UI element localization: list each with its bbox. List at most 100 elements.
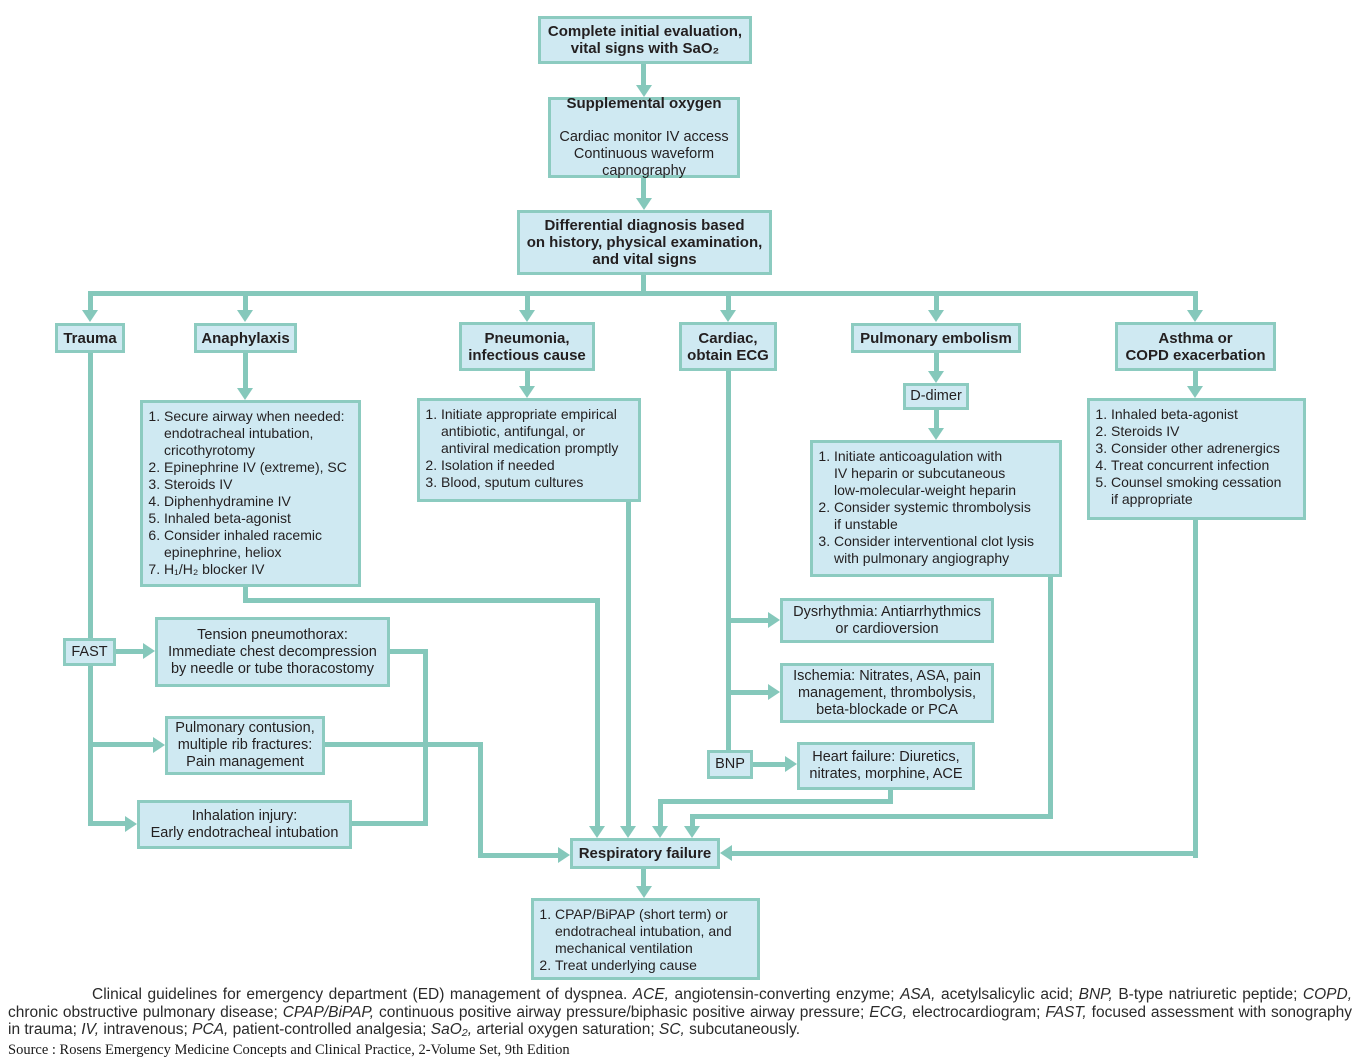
caption-segment: SaO₂, (430, 1021, 473, 1038)
node-supplemental-oxygen: Supplemental oxygen Cardiac monitor IV a… (548, 95, 740, 179)
flow-line (90, 821, 125, 826)
step-item: CPAP/BiPAP (short term) or endotracheal … (555, 906, 732, 957)
flow-line (732, 851, 1198, 856)
flow-line (88, 291, 1198, 296)
arrow-down-icon (519, 386, 535, 398)
caption-segment: subcutaneously. (684, 1021, 801, 1038)
node-initial-evaluation: Complete initial evaluation, vital signs… (538, 16, 752, 64)
step-item: Consider other adrenergics (1111, 440, 1281, 457)
step-item: Consider systemic thrombolysis if unstab… (834, 499, 1034, 533)
caption-segment: B-type natriuretic peptide; (1112, 986, 1303, 1003)
arrow-right-icon (153, 737, 165, 753)
flow-line (525, 371, 530, 386)
flow-line (1048, 577, 1053, 819)
flow-line (243, 352, 248, 388)
arrow-down-icon (237, 388, 253, 400)
arrow-right-icon (143, 643, 155, 659)
step-item: Treat concurrent infection (1111, 457, 1281, 474)
arrow-down-icon (928, 310, 944, 322)
flow-line (595, 598, 600, 826)
caption-segment: CPAP/BiPAP, (282, 1003, 375, 1021)
node-body: Cardiac monitor IV access Continuous wav… (559, 129, 729, 179)
flow-line (90, 742, 153, 747)
flow-line (478, 853, 558, 858)
arrow-left-icon (720, 845, 732, 861)
step-item: Initiate anticoagulation with IV heparin… (834, 448, 1034, 499)
arrow-down-icon (636, 886, 652, 898)
arrow-down-icon (636, 198, 652, 210)
node-ischemia: Ischemia: Nitrates, ASA, pain management… (780, 663, 994, 723)
flow-line (626, 502, 631, 826)
arrow-right-icon (785, 756, 797, 772)
caption-segment: ACE, (632, 986, 669, 1003)
node-trauma: Trauma (55, 323, 125, 353)
flow-line (658, 799, 893, 804)
flow-line (690, 814, 695, 826)
arrow-down-icon (636, 85, 652, 97)
flow-line (934, 352, 939, 371)
flow-line (641, 64, 646, 87)
flow-line (641, 178, 646, 200)
flow-line (88, 296, 93, 310)
node-pneumonia: Pneumonia, infectious cause (459, 322, 595, 371)
arrow-right-icon (125, 816, 137, 832)
flow-line (423, 649, 428, 825)
flow-line (1193, 296, 1198, 310)
arrow-down-icon (928, 371, 944, 383)
caption-segment: ASA, (900, 986, 936, 1003)
step-item: Diphenhydramine IV (164, 493, 347, 510)
node-inhalation-injury: Inhalation injury: Early endotracheal in… (137, 800, 352, 849)
flow-line (243, 587, 248, 603)
caption-segment: PCA, (192, 1021, 229, 1038)
caption-segment: intravenous; (99, 1021, 193, 1038)
flow-line (325, 742, 483, 747)
step-item: Steroids IV (164, 476, 347, 493)
step-item: Initiate appropriate empirical antibioti… (441, 406, 618, 457)
steps-list: Initiate appropriate empirical antibioti… (422, 406, 618, 491)
flow-line (525, 296, 530, 310)
caption-segment: angiotensin-converting enzyme; (668, 986, 901, 1003)
steps-list: Inhaled beta-agonistSteroids IVConsider … (1092, 406, 1281, 508)
flow-line (753, 762, 785, 767)
flow-line (243, 598, 600, 603)
node-dysrhythmia: Dysrhythmia: Antiarrhythmics or cardiove… (780, 598, 994, 643)
step-item: Steroids IV (1111, 423, 1281, 440)
caption-segment: electrocardiogram; (907, 1003, 1046, 1021)
node-pneumonia-steps: Initiate appropriate empirical antibioti… (417, 398, 641, 502)
arrow-down-icon (620, 826, 636, 838)
flow-line (1193, 520, 1198, 858)
figure-caption-block: Clinical guidelines for emergency depart… (0, 986, 1360, 1059)
caption-segment: SC, (659, 1021, 685, 1038)
caption-segment: COPD, (1302, 986, 1353, 1003)
node-anaphylaxis-steps: Secure airway when needed: endotracheal … (140, 400, 361, 587)
figure-caption: Clinical guidelines for emergency depart… (8, 986, 1352, 1039)
flow-line (726, 618, 768, 623)
node-heart-failure: Heart failure: Diuretics, nitrates, morp… (797, 742, 975, 790)
caption-segment: ECG, (869, 1003, 908, 1021)
node-asthma-steps: Inhaled beta-agonistSteroids IVConsider … (1087, 398, 1306, 520)
arrow-down-icon (928, 428, 944, 440)
step-item: Counsel smoking cessation if appropriate (1111, 474, 1281, 508)
flow-line (658, 799, 663, 826)
step-item: Epinephrine IV (extreme), SC (164, 459, 347, 476)
node-pulmonary-embolism: Pulmonary embolism (851, 323, 1021, 353)
caption-segment: IV, (81, 1021, 100, 1038)
caption-segment: FAST, (1045, 1003, 1087, 1021)
node-cardiac: Cardiac, obtain ECG (679, 322, 777, 371)
arrow-right-icon (768, 684, 780, 700)
flow-line (934, 296, 939, 310)
arrow-right-icon (558, 847, 570, 863)
caption-segment: continuous positive airway pressure/biph… (374, 1003, 870, 1021)
flow-line (726, 690, 768, 695)
arrow-down-icon (720, 310, 736, 322)
step-item: Consider inhaled racemic epinephrine, he… (164, 527, 347, 561)
flow-line (1193, 371, 1198, 386)
node-d-dimer: D-dimer (903, 383, 969, 410)
node-pe-steps: Initiate anticoagulation with IV heparin… (810, 440, 1062, 577)
node-anaphylaxis: Anaphylaxis (194, 323, 297, 353)
node-respiratory-failure: Respiratory failure (570, 838, 720, 869)
arrow-down-icon (1187, 386, 1203, 398)
flow-line (726, 296, 731, 310)
caption-segment: patient-controlled analgesia; (228, 1021, 431, 1038)
